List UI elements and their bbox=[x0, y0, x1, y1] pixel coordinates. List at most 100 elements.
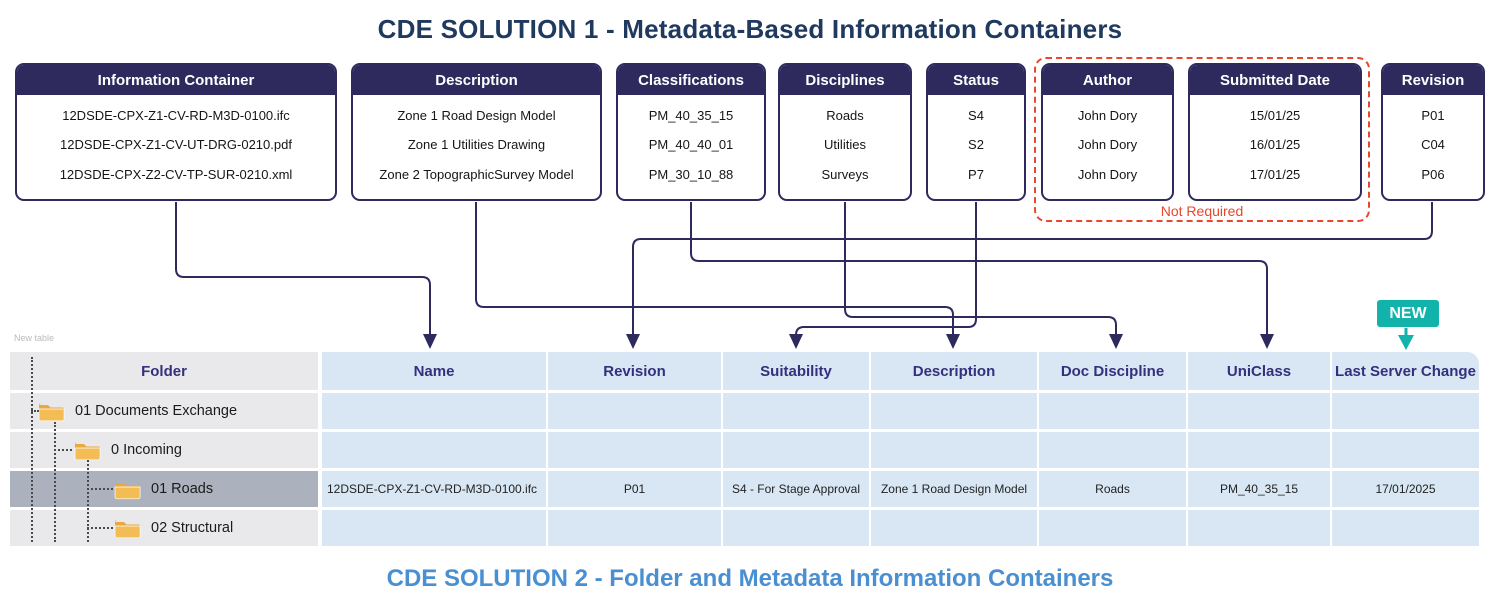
tree-line bbox=[54, 422, 56, 542]
folder-item-structural[interactable]: 02 Structural bbox=[10, 510, 318, 546]
new-badge: NEW bbox=[1377, 300, 1439, 327]
box-title: Author bbox=[1043, 65, 1172, 95]
empty-cell bbox=[322, 432, 546, 468]
status-value: S4 bbox=[968, 108, 984, 124]
status-value: S2 bbox=[968, 137, 984, 153]
new-table-label: New table bbox=[14, 333, 55, 343]
empty-cell bbox=[1188, 432, 1330, 468]
empty-cell bbox=[1188, 393, 1330, 429]
description-value: Zone 1 Road Design Model bbox=[397, 108, 556, 124]
cell-last-server-change: 17/01/2025 bbox=[1332, 471, 1479, 507]
box-description: Description Zone 1 Road Design Model Zon… bbox=[351, 63, 602, 201]
column-header-doc-discipline: Doc Discipline bbox=[1039, 352, 1186, 390]
empty-cell bbox=[1332, 510, 1479, 546]
folder-icon bbox=[114, 480, 141, 499]
arrowhead-uniclass bbox=[1260, 334, 1274, 349]
solution1-title: CDE SOLUTION 1 - Metadata-Based Informat… bbox=[377, 14, 1123, 44]
discipline-value: Roads bbox=[826, 108, 864, 124]
table-header-row: Folder Name Revision Suitability Descrip… bbox=[10, 352, 1479, 390]
box-title: Information Container bbox=[17, 65, 335, 95]
cell-name: 12DSDE-CPX-Z1-CV-RD-M3D-0100.ifc bbox=[322, 471, 546, 507]
tree-line bbox=[87, 527, 113, 529]
box-disciplines: Disciplines Roads Utilities Surveys bbox=[778, 63, 912, 201]
box-status: Status S4 S2 P7 bbox=[926, 63, 1026, 201]
box-title: Description bbox=[353, 65, 600, 95]
empty-cell bbox=[723, 432, 869, 468]
box-classifications: Classifications PM_40_35_15 PM_40_40_01 … bbox=[616, 63, 766, 201]
box-title: Status bbox=[928, 65, 1024, 95]
column-header-name: Name bbox=[322, 352, 546, 390]
column-header-uniclass: UniClass bbox=[1188, 352, 1330, 390]
empty-cell bbox=[1188, 510, 1330, 546]
author-value: John Dory bbox=[1077, 108, 1138, 124]
table-row-selected: 01 Roads 12DSDE-CPX-Z1-CV-RD-M3D-0100.if… bbox=[10, 471, 1479, 507]
empty-cell bbox=[548, 393, 721, 429]
folder-icon bbox=[74, 441, 101, 460]
empty-cell bbox=[871, 432, 1037, 468]
folder-icon bbox=[38, 402, 65, 421]
table-row: 01 Documents Exchange bbox=[10, 393, 1479, 429]
tree-line bbox=[87, 460, 89, 542]
table-row: 0 Incoming bbox=[10, 432, 1479, 468]
column-header-folder: Folder bbox=[10, 352, 318, 390]
table-row: 02 Structural bbox=[10, 510, 1479, 546]
classification-value: PM_40_35_15 bbox=[648, 108, 734, 124]
metadata-table: Folder Name Revision Suitability Descrip… bbox=[10, 352, 1479, 546]
column-header-last-server-change: Last Server Change bbox=[1332, 352, 1479, 390]
cell-suitability: S4 - For Stage Approval bbox=[723, 471, 869, 507]
box-title: Revision bbox=[1383, 65, 1483, 95]
submitted-date-value: 17/01/25 bbox=[1249, 166, 1301, 182]
tree-line bbox=[31, 357, 33, 542]
container-id: 12DSDE-CPX-Z2-CV-TP-SUR-0210.xml bbox=[59, 166, 293, 182]
box-title: Classifications bbox=[618, 65, 764, 95]
revision-value: C04 bbox=[1421, 137, 1445, 153]
empty-cell bbox=[1332, 432, 1479, 468]
arrowhead-revision bbox=[626, 334, 640, 349]
empty-cell bbox=[1332, 393, 1479, 429]
empty-cell bbox=[723, 393, 869, 429]
tree-line bbox=[54, 449, 72, 451]
folder-item-incoming[interactable]: 0 Incoming bbox=[10, 432, 318, 468]
empty-cell bbox=[1039, 393, 1186, 429]
revision-value: P06 bbox=[1421, 166, 1445, 182]
classification-value: PM_30_10_88 bbox=[648, 166, 734, 182]
column-header-revision: Revision bbox=[548, 352, 721, 390]
empty-cell bbox=[322, 510, 546, 546]
not-required-label: Not Required bbox=[1160, 203, 1244, 219]
folder-label: 01 Documents Exchange bbox=[75, 403, 238, 419]
folder-label: 0 Incoming bbox=[111, 442, 182, 458]
empty-cell bbox=[548, 510, 721, 546]
empty-cell bbox=[871, 393, 1037, 429]
arrowhead-suitability bbox=[789, 334, 803, 349]
discipline-value: Utilities bbox=[824, 137, 866, 153]
cell-revision: P01 bbox=[548, 471, 721, 507]
folder-item-roads[interactable]: 01 Roads bbox=[10, 471, 318, 507]
connector-information-container-to-name bbox=[175, 202, 431, 335]
column-header-suitability: Suitability bbox=[723, 352, 869, 390]
arrowhead-name bbox=[423, 334, 437, 349]
description-value: Zone 1 Utilities Drawing bbox=[407, 137, 546, 153]
submitted-date-value: 15/01/25 bbox=[1249, 108, 1301, 124]
tree-line bbox=[31, 410, 39, 412]
empty-cell bbox=[723, 510, 869, 546]
revision-value: P01 bbox=[1421, 108, 1445, 124]
folder-item-documents-exchange[interactable]: 01 Documents Exchange bbox=[10, 393, 318, 429]
cell-uniclass: PM_40_35_15 bbox=[1188, 471, 1330, 507]
author-value: John Dory bbox=[1077, 137, 1138, 153]
empty-cell bbox=[871, 510, 1037, 546]
folder-icon bbox=[114, 519, 141, 538]
folder-label: 01 Roads bbox=[151, 481, 214, 497]
arrowhead-description bbox=[946, 334, 960, 349]
cell-description: Zone 1 Road Design Model bbox=[871, 471, 1037, 507]
cell-doc-discipline: Roads bbox=[1039, 471, 1186, 507]
box-title: Disciplines bbox=[780, 65, 910, 95]
submitted-date-value: 16/01/25 bbox=[1249, 137, 1301, 153]
classification-value: PM_40_40_01 bbox=[648, 137, 734, 153]
solution2-title: CDE SOLUTION 2 - Folder and Metadata Inf… bbox=[386, 565, 1114, 592]
arrowhead-last-server-change bbox=[1398, 335, 1414, 350]
discipline-value: Surveys bbox=[821, 166, 869, 182]
arrowhead-doc-discipline bbox=[1109, 334, 1123, 349]
empty-cell bbox=[548, 432, 721, 468]
column-header-description: Description bbox=[871, 352, 1037, 390]
